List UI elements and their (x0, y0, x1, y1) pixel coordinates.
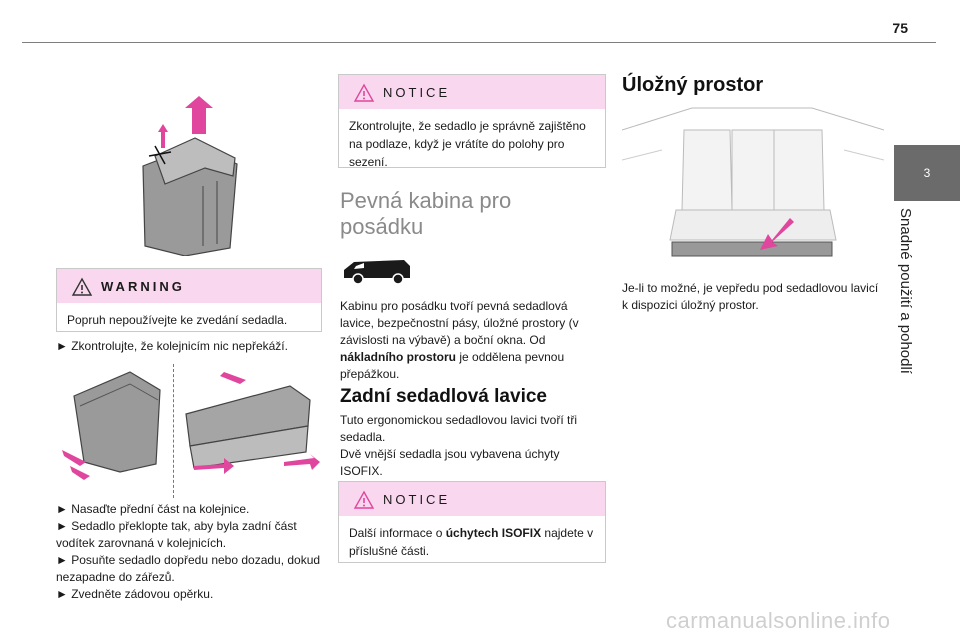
cabin-text-bold: nákladního prostoru (340, 350, 457, 364)
step-check-rails: ► Zkontrolujte, že kolejnicím nic nepřek… (56, 339, 288, 353)
notice-box: NOTICE Zkontrolujte, že sedadlo je správ… (338, 74, 606, 169)
van-icon (344, 260, 410, 285)
notice-text: Zkontrolujte, že sedadlo je správně zaji… (349, 119, 586, 169)
isofix-link[interactable]: úchytech ISOFIX (445, 526, 542, 540)
cabin-text-b: je oddělena pevnou přepážkou. (340, 350, 565, 381)
seat-rails-illustration (60, 366, 170, 486)
notice-header: NOTICE (339, 75, 605, 109)
notice-icon (353, 490, 375, 509)
notice-label: NOTICE (383, 85, 451, 100)
steps-list: ► Nasaďte přední část na kolejnice. ► Se… (56, 501, 326, 603)
notice-isofix-text: Další informace o úchytech ISOFIX najdet… (339, 516, 605, 566)
seat-lift-illustration (125, 96, 245, 256)
notice2-text-b: najdete v příslušné části. (349, 526, 594, 558)
storage-arrow-icon (760, 218, 794, 250)
step-item: ► Sedadlo překlopte tak, aby byla zadní … (56, 519, 297, 550)
section-title-storage: Úložný prostor (622, 74, 764, 96)
notice-label: NOTICE (383, 492, 451, 507)
rear-bench-text-2: Dvě vnější sedadla jsou vybavena úchyty … (340, 447, 560, 478)
warning-icon (71, 277, 93, 296)
cabin-title-line: posádku (340, 214, 424, 239)
header-rule (22, 42, 936, 43)
warning-label: WARNING (101, 279, 185, 294)
chapter-title: Snadné použití a pohodlí (897, 208, 937, 608)
illustration-divider (173, 364, 175, 498)
step-item: ► Posuňte sedadlo dopředu nebo dozadu, d… (56, 553, 321, 584)
storage-text: Je-li to možné, je vepředu pod sedadlovo… (622, 281, 879, 312)
notice-icon (353, 83, 375, 102)
warning-header: WARNING (57, 269, 321, 303)
storage-illustration (622, 100, 884, 270)
section-title-cabin: Pevná kabina pro posádku (340, 188, 600, 240)
notice2-text-a: Další informace o (349, 526, 443, 540)
chapter-title-text: Snadné použití a pohodlí (897, 208, 914, 374)
cabin-text: Kabinu pro posádku tvoří pevná sedadlová… (340, 298, 602, 383)
up-arrow-icon (185, 96, 213, 134)
notice-header: NOTICE (339, 482, 605, 516)
seat-fold-illustration (180, 366, 320, 486)
step-item: ► Nasaďte přední část na kolejnice. (56, 502, 250, 516)
warning-text: Popruh nepoužívejte ke zvedání sedadla. (67, 313, 288, 327)
rear-bench-text: Tuto ergonomickou sedadlovou lavici tvoř… (340, 412, 602, 480)
rear-bench-text-1: Tuto ergonomickou sedadlovou lavici tvoř… (340, 413, 577, 444)
warning-box: WARNING Popruh nepoužívejte ke zvedání s… (56, 268, 322, 332)
chapter-tab[interactable]: 3 (894, 145, 960, 201)
section-title-rear-bench: Zadní sedadlová lavice (340, 386, 547, 407)
cabin-title-line: Pevná kabina pro (340, 188, 512, 213)
watermark: carmanualsonline.info (666, 608, 891, 633)
fold-arrow-icon (220, 372, 246, 384)
step-item: ► Zvedněte zádovou opěrku. (56, 587, 214, 601)
cabin-text-a: Kabinu pro posádku tvoří pevná sedadlová… (340, 299, 579, 347)
notice-box-isofix: NOTICE Další informace o úchytech ISOFIX… (338, 481, 606, 563)
page-number: 75 (892, 20, 908, 36)
